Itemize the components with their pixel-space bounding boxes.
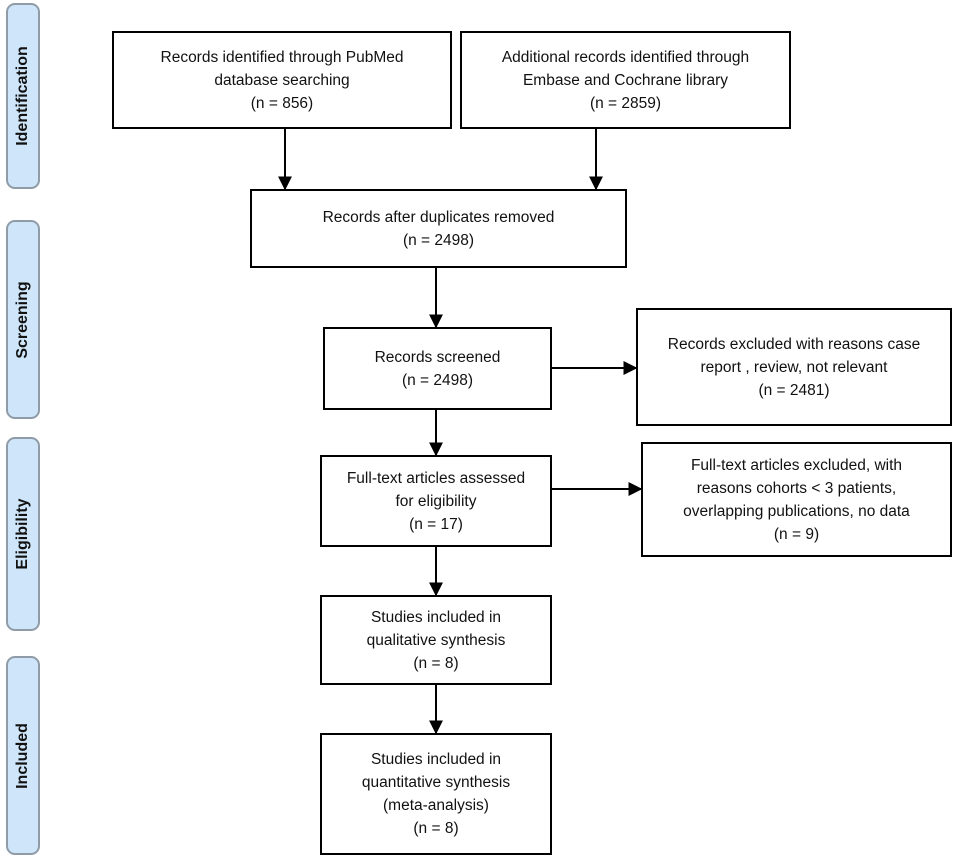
box-fulltext-excluded: Full-text articles excluded, with reason… xyxy=(641,442,952,557)
box-text-line: (n = 2481) xyxy=(758,381,830,399)
box-text-line: (n = 2498) xyxy=(401,371,474,389)
box-text-line: (n = 2498) xyxy=(402,231,475,249)
phase-identification: Identification xyxy=(6,3,40,189)
box-qualitative-synthesis: Studies included in qualitative synthesi… xyxy=(320,595,552,685)
box-text-line: Full-text articles excluded, with xyxy=(690,456,903,474)
box-pubmed-records: Records identified through PubMed databa… xyxy=(112,31,452,129)
box-text-line: report , review, not relevant xyxy=(700,358,888,376)
box-additional-records: Additional records identified through Em… xyxy=(460,31,791,129)
box-text-line: Records excluded with reasons case xyxy=(667,335,921,353)
box-text-line: quantitative synthesis xyxy=(361,774,511,791)
box-text-line: Full-text articles assessed xyxy=(346,469,526,487)
box-quantitative-synthesis: Studies included in quantitative synthes… xyxy=(320,733,552,855)
box-text-line: Records screened xyxy=(374,348,501,366)
box-text-line: Studies included in xyxy=(370,608,502,626)
box-text-line: Embase and Cochrane library xyxy=(522,71,729,89)
box-text-line: Studies included in xyxy=(370,751,502,768)
box-records-screened: Records screened (n = 2498) xyxy=(323,327,552,410)
box-records-excluded: Records excluded with reasons case repor… xyxy=(636,308,952,426)
box-text-line: qualitative synthesis xyxy=(366,631,506,649)
box-text-line: (n = 9) xyxy=(773,525,820,543)
box-text-line: (meta-analysis) xyxy=(383,797,489,814)
box-text-line: overlapping publications, no data xyxy=(683,502,910,520)
box-text-line: (n = 2859) xyxy=(589,94,662,112)
box-text-line: (n = 8) xyxy=(413,820,459,837)
phase-included: Included xyxy=(6,656,40,855)
box-text-line: (n = 856) xyxy=(250,94,314,112)
box-text-line: (n = 17) xyxy=(409,515,463,533)
box-text-line: (n = 8) xyxy=(413,654,459,672)
box-text-line: reasons cohorts < 3 patients, xyxy=(696,479,897,497)
box-duplicates-removed: Records after duplicates removed (n = 24… xyxy=(250,189,627,268)
box-text-line: database searching xyxy=(214,71,350,89)
phase-eligibility: Eligibility xyxy=(6,437,40,631)
box-text-line: Records identified through PubMed xyxy=(160,48,404,66)
box-text-line: Records after duplicates removed xyxy=(322,208,555,226)
box-text-line: Additional records identified through xyxy=(501,48,750,66)
box-fulltext-assessed: Full-text articles assessed for eligibil… xyxy=(320,455,552,547)
box-text-line: for eligibility xyxy=(395,492,477,510)
phase-screening: Screening xyxy=(6,220,40,419)
